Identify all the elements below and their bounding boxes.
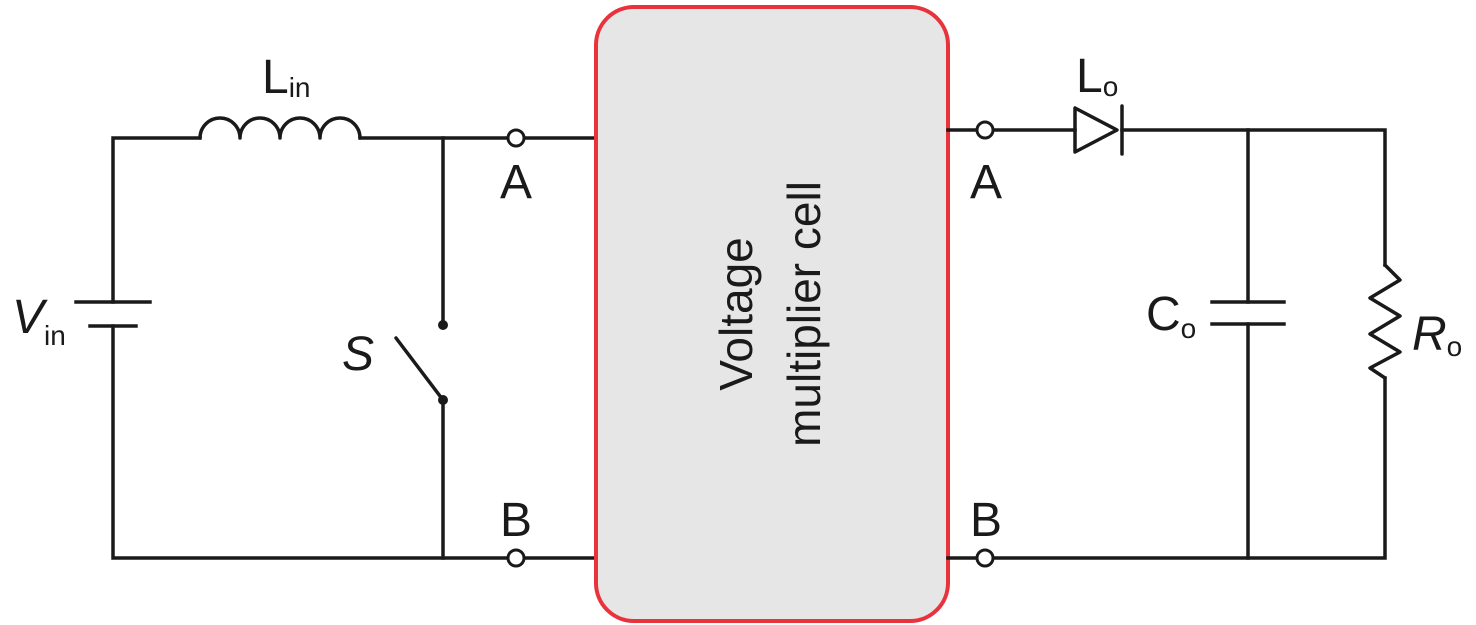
- vin-label: Vin: [12, 291, 66, 351]
- input-inductor: [198, 116, 362, 140]
- switch-label: S: [342, 328, 374, 381]
- output-diode: [1073, 104, 1124, 156]
- right-wiring: [946, 128, 1387, 560]
- terminal-b-right: [975, 548, 995, 568]
- input-voltage-source: [74, 300, 152, 328]
- lo-label: Lo: [1076, 50, 1118, 103]
- node-a-right-label: A: [970, 156, 1002, 209]
- output-capacitor: [1210, 300, 1286, 326]
- left-wiring: [111, 136, 598, 560]
- terminal-a-right: [975, 120, 995, 140]
- switch-s: [394, 320, 448, 405]
- lin-label: Lin: [262, 51, 311, 104]
- terminal-a-left: [506, 128, 526, 148]
- co-label: Co: [1146, 288, 1196, 344]
- node-b-right-label: B: [970, 494, 1002, 547]
- voltage-multiplier-cell-block: [594, 5, 950, 623]
- terminal-b-left: [506, 548, 526, 568]
- block-title-line1: Voltage: [710, 237, 762, 390]
- output-resistor: [1368, 263, 1402, 380]
- block-title-line2: multiplier cell: [778, 181, 830, 447]
- ro-label: Ro: [1412, 308, 1462, 362]
- node-b-left-label: B: [500, 494, 532, 547]
- node-a-left-label: A: [500, 156, 532, 209]
